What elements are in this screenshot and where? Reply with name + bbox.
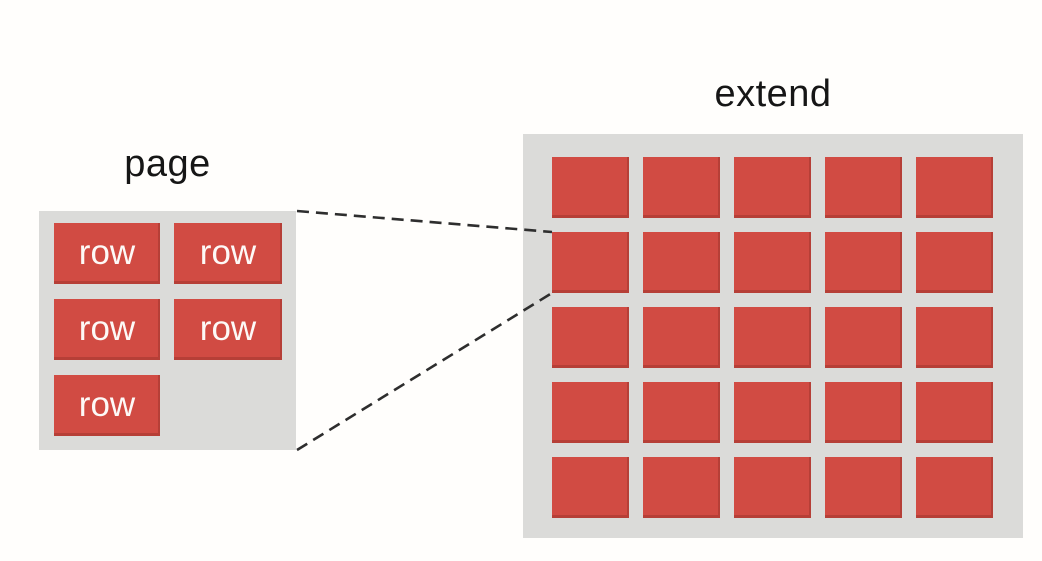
- extend-cell: [825, 457, 902, 518]
- extend-cell: [916, 232, 993, 293]
- extend-cell: [734, 382, 811, 443]
- connector-line-bottom: [296, 291, 553, 452]
- extend-cell: [734, 157, 811, 218]
- extend-cell: [643, 382, 720, 443]
- extend-cell: [643, 232, 720, 293]
- extend-cell: [552, 157, 629, 218]
- extend-cell: [643, 307, 720, 368]
- page-row-cell: row: [54, 375, 160, 436]
- extend-cell: [825, 157, 902, 218]
- extend-cell: [734, 457, 811, 518]
- extend-cell: [916, 382, 993, 443]
- extend-cell: [552, 307, 629, 368]
- extend-cell: [552, 382, 629, 443]
- extend-cell: [643, 157, 720, 218]
- extend-cell: [916, 157, 993, 218]
- extend-cell: [734, 232, 811, 293]
- connector-line-top: [296, 209, 553, 234]
- extend-cell: [734, 307, 811, 368]
- page-row-cell: row: [174, 299, 282, 360]
- extend-panel-title: extend: [714, 73, 832, 115]
- extend-cell: [552, 457, 629, 518]
- page-panel-title: page: [124, 143, 211, 185]
- extend-cell: [825, 307, 902, 368]
- extend-cell: [825, 232, 902, 293]
- extend-panel: [523, 134, 1023, 538]
- extend-cell: [916, 457, 993, 518]
- extend-cell: [643, 457, 720, 518]
- extend-cell: [552, 232, 629, 293]
- page-row-cell: row: [54, 223, 160, 284]
- extend-cell: [916, 307, 993, 368]
- extend-cell: [825, 382, 902, 443]
- page-row-cell: row: [174, 223, 282, 284]
- page-row-cell: row: [54, 299, 160, 360]
